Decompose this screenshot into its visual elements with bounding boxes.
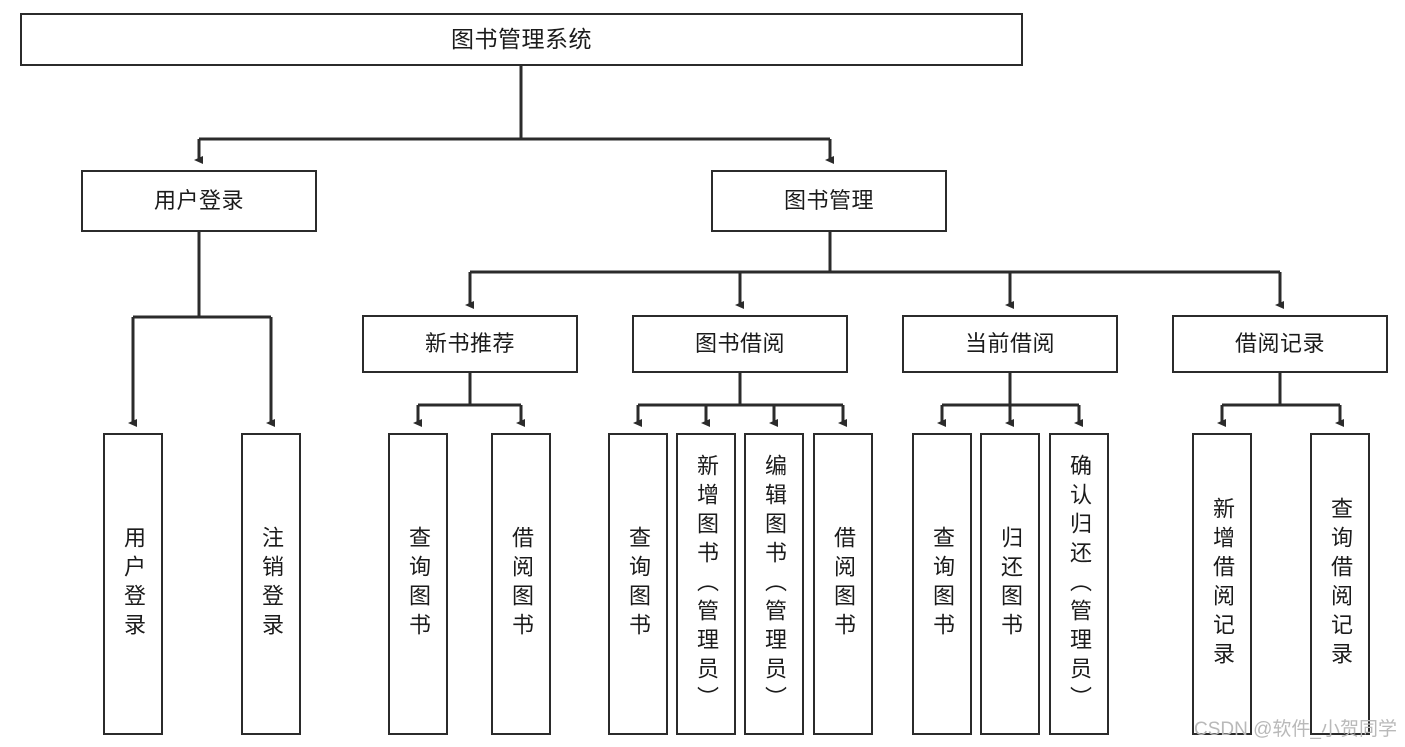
node-root-system[interactable]: 图书管理系统 <box>20 13 1023 66</box>
leaf-book-borrow-edit[interactable]: 编辑图书（管理员） <box>744 433 804 735</box>
leaf-book-borrow-borrow[interactable]: 借阅图书 <box>813 433 873 735</box>
node-label: 新增借阅记录 <box>1210 497 1235 671</box>
node-label: 查询图书 <box>626 526 651 642</box>
leaf-current-borrow-query[interactable]: 查询图书 <box>912 433 972 735</box>
node-book-management[interactable]: 图书管理 <box>711 170 947 232</box>
node-label: 编辑图书（管理员） <box>762 453 787 715</box>
node-label: 新书推荐 <box>424 331 515 357</box>
leaf-borrow-record-query[interactable]: 查询借阅记录 <box>1310 433 1370 735</box>
leaf-new-book-borrow[interactable]: 借阅图书 <box>491 433 551 735</box>
leaf-current-borrow-return[interactable]: 归还图书 <box>980 433 1040 735</box>
leaf-user-login-logout[interactable]: 注销登录 <box>241 433 301 735</box>
leaf-current-borrow-confirm-return[interactable]: 确认归还（管理员） <box>1049 433 1109 735</box>
leaf-new-book-query[interactable]: 查询图书 <box>388 433 448 735</box>
watermark-text: CSDN @软件_小贺同学 <box>1194 719 1397 740</box>
node-user-login[interactable]: 用户登录 <box>81 170 317 232</box>
node-current-borrow[interactable]: 当前借阅 <box>902 315 1118 373</box>
node-label: 查询借阅记录 <box>1328 497 1353 671</box>
node-book-borrow[interactable]: 图书借阅 <box>632 315 848 373</box>
node-label: 新增图书（管理员） <box>694 453 719 715</box>
node-label: 借阅记录 <box>1234 331 1325 357</box>
node-label: 图书管理系统 <box>451 25 592 52</box>
node-label: 用户登录 <box>153 188 244 214</box>
node-label: 确认归还（管理员） <box>1067 453 1092 715</box>
leaf-book-borrow-add[interactable]: 新增图书（管理员） <box>676 433 736 735</box>
node-borrow-record[interactable]: 借阅记录 <box>1172 315 1388 373</box>
node-label: 查询图书 <box>406 526 431 642</box>
node-new-book-recommend[interactable]: 新书推荐 <box>362 315 578 373</box>
node-label: 借阅图书 <box>509 526 534 642</box>
leaf-user-login-login[interactable]: 用户登录 <box>103 433 163 735</box>
node-label: 借阅图书 <box>831 526 856 642</box>
leaf-book-borrow-query[interactable]: 查询图书 <box>608 433 668 735</box>
node-label: 图书借阅 <box>694 331 785 357</box>
leaf-borrow-record-add[interactable]: 新增借阅记录 <box>1192 433 1252 735</box>
node-label: 注销登录 <box>259 526 284 642</box>
node-label: 图书管理 <box>783 188 874 214</box>
node-label: 查询图书 <box>930 526 955 642</box>
node-label: 当前借阅 <box>964 331 1055 357</box>
node-label: 用户登录 <box>121 526 146 642</box>
node-label: 归还图书 <box>998 526 1023 642</box>
